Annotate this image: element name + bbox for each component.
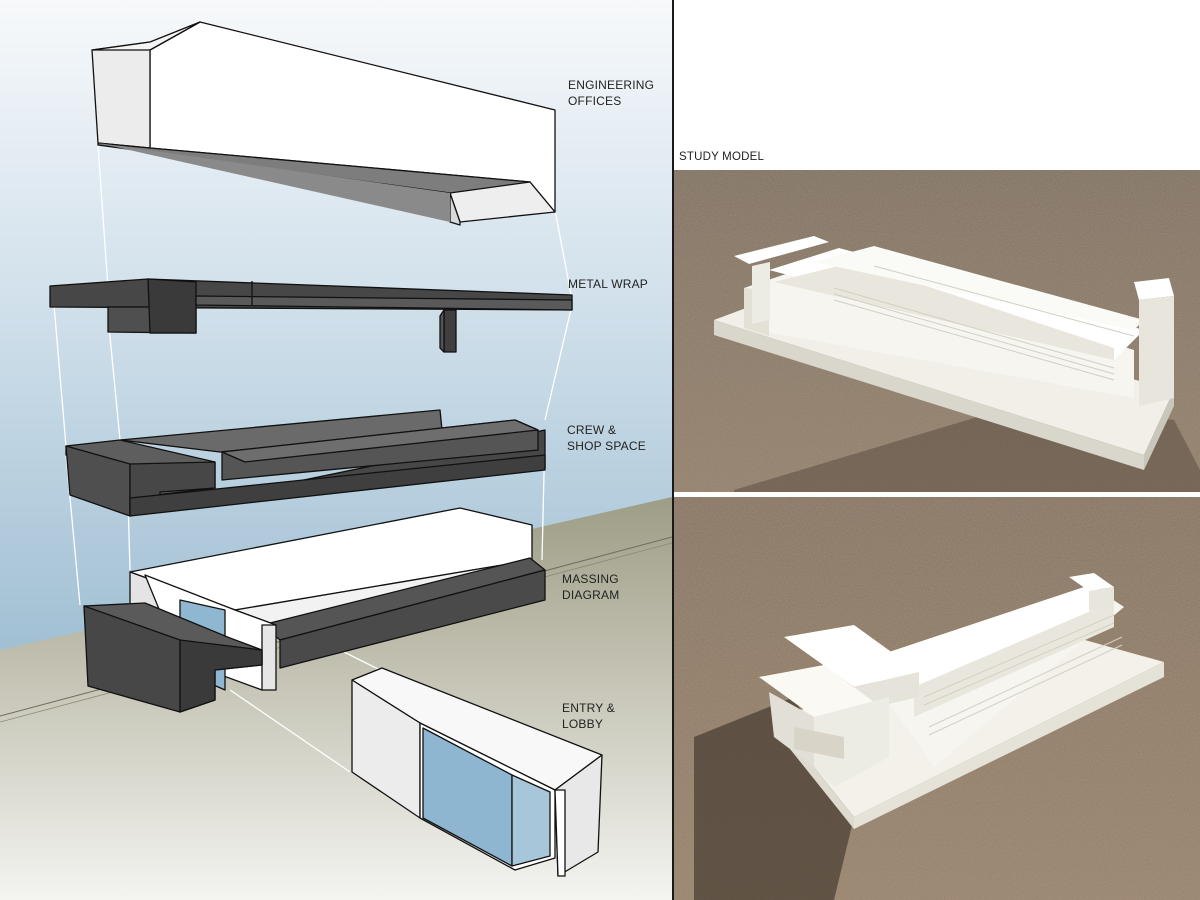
label-line: ENGINEERING <box>568 78 655 92</box>
engineering-offices-block <box>91 21 556 226</box>
label-entry-lobby: ENTRY & LOBBY <box>562 700 615 732</box>
entry-lobby-block <box>351 667 603 877</box>
label-metal-wrap: METAL WRAP <box>568 276 648 292</box>
study-model-title: STUDY MODEL <box>679 151 765 163</box>
label-line: METAL WRAP <box>568 277 649 291</box>
label-massing-diagram: MASSING DIAGRAM <box>562 571 619 603</box>
label-line: LOBBY <box>562 717 604 731</box>
label-line: ENTRY & <box>562 701 615 715</box>
metal-wrap-block <box>49 278 573 353</box>
label-line: MASSING <box>562 572 619 586</box>
study-model-photo-bottom <box>674 497 1200 900</box>
label-line: SHOP SPACE <box>567 439 646 453</box>
label-line: CREW & <box>567 423 617 437</box>
label-line: DIAGRAM <box>562 588 620 602</box>
panel-divider <box>672 0 674 900</box>
label-engineering-offices: ENGINEERING OFFICES <box>568 77 654 109</box>
label-line: OFFICES <box>568 94 622 108</box>
study-model-photo-top <box>674 170 1200 492</box>
exploded-axonometric-diagram <box>0 0 672 900</box>
label-crew-shop-space: CREW & SHOP SPACE <box>567 422 646 454</box>
model-photo-illustration <box>674 170 1200 492</box>
massing-block <box>83 507 546 713</box>
crew-shop-block <box>65 409 546 517</box>
model-photo-illustration <box>674 497 1200 900</box>
